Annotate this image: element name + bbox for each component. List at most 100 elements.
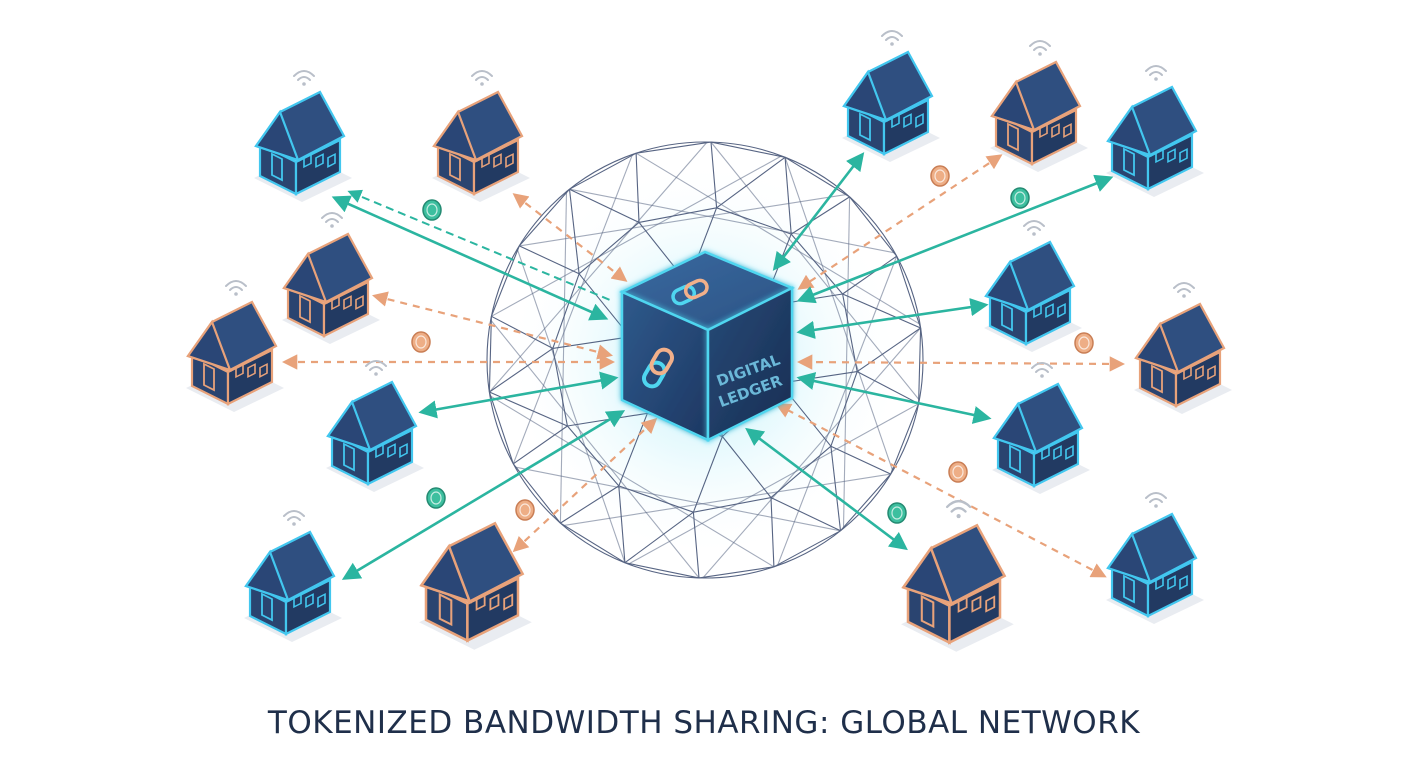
house-window bbox=[247, 363, 256, 379]
house-window bbox=[957, 595, 968, 613]
house-window bbox=[331, 295, 340, 311]
house-side-wall bbox=[294, 138, 342, 196]
house-12 bbox=[1134, 282, 1232, 414]
house-gable bbox=[990, 79, 1036, 132]
house-door bbox=[1123, 147, 1135, 177]
house-window bbox=[1207, 364, 1216, 380]
house-window bbox=[387, 443, 396, 459]
house-window bbox=[1155, 148, 1164, 164]
sphere-wire bbox=[638, 207, 717, 223]
link-arrow-house-12 bbox=[796, 354, 1126, 372]
wifi-icon bbox=[1173, 282, 1195, 298]
link-arrow-house-15 bbox=[775, 403, 1107, 578]
wifi-icon bbox=[283, 510, 305, 526]
house-7 bbox=[419, 521, 532, 650]
chain-link-icon bbox=[671, 278, 709, 306]
house-door bbox=[1151, 364, 1163, 394]
house-1 bbox=[254, 70, 352, 202]
house-gable bbox=[984, 259, 1030, 312]
wifi-icon bbox=[1145, 492, 1167, 508]
wifi-icon bbox=[225, 280, 247, 296]
house-10 bbox=[1106, 65, 1204, 197]
house-window bbox=[1057, 302, 1066, 318]
wifi-icon bbox=[471, 70, 493, 86]
sphere-wire bbox=[692, 512, 700, 578]
house-window bbox=[503, 593, 514, 611]
house-window bbox=[475, 593, 486, 611]
chain-link-icon bbox=[642, 347, 674, 389]
house-window bbox=[1045, 303, 1054, 319]
wifi-icon bbox=[1029, 40, 1051, 56]
sphere-wire bbox=[624, 511, 694, 564]
house-window bbox=[1039, 123, 1048, 139]
token-coin bbox=[411, 331, 431, 353]
house-side-wall bbox=[284, 578, 332, 636]
sphere-wire bbox=[635, 153, 640, 223]
token-coin bbox=[1074, 332, 1094, 354]
digital-ledger-cube: DIGITAL LEDGER bbox=[619, 250, 796, 443]
house-gable bbox=[282, 251, 328, 304]
house-gable bbox=[1106, 104, 1152, 157]
house-14 bbox=[901, 500, 1014, 652]
house-gable bbox=[842, 69, 888, 122]
house-window bbox=[971, 595, 982, 613]
house-door bbox=[449, 152, 461, 182]
house-5 bbox=[326, 360, 424, 492]
sphere-wire bbox=[698, 566, 774, 579]
house-window bbox=[315, 153, 324, 169]
sphere-wire bbox=[624, 562, 700, 579]
house-window bbox=[235, 363, 244, 379]
house-2 bbox=[432, 70, 530, 202]
house-window bbox=[1183, 365, 1192, 381]
house-window bbox=[1033, 303, 1042, 319]
house-window bbox=[343, 295, 352, 311]
wifi-icon bbox=[945, 500, 972, 519]
house-gable bbox=[254, 109, 300, 162]
house-13 bbox=[992, 362, 1090, 494]
house-window bbox=[399, 442, 408, 458]
house-window bbox=[1041, 445, 1050, 461]
house-window bbox=[317, 592, 326, 608]
link-arrow-house-2 bbox=[512, 193, 628, 282]
house-door bbox=[299, 294, 311, 324]
sphere-wire bbox=[692, 436, 723, 513]
wifi-icon bbox=[365, 360, 387, 376]
house-4 bbox=[186, 280, 284, 412]
house-gable bbox=[326, 399, 372, 452]
house-side-wall bbox=[366, 428, 414, 486]
house-gable bbox=[432, 109, 478, 162]
wifi-icon bbox=[1145, 65, 1167, 81]
house-11 bbox=[984, 220, 1082, 352]
house-window bbox=[1179, 147, 1188, 163]
house-15 bbox=[1106, 492, 1204, 624]
house-door bbox=[1123, 574, 1135, 604]
house-side-wall bbox=[1024, 288, 1072, 346]
wifi-icon bbox=[321, 212, 343, 228]
house-window bbox=[493, 153, 502, 169]
link-arrow-house-1-secondary bbox=[347, 189, 611, 301]
link-arrow-house-10 bbox=[796, 174, 1114, 304]
cube-right-face bbox=[706, 285, 794, 443]
house-window bbox=[355, 294, 364, 310]
house-window bbox=[1155, 575, 1164, 591]
wifi-icon bbox=[1023, 220, 1045, 236]
house-door bbox=[261, 592, 273, 622]
house-window bbox=[303, 153, 312, 169]
house-window bbox=[489, 593, 500, 611]
house-side-wall bbox=[472, 138, 520, 196]
house-gable bbox=[1106, 531, 1152, 584]
house-door bbox=[1001, 302, 1013, 332]
house-door bbox=[1007, 122, 1019, 152]
house-3 bbox=[282, 212, 380, 344]
token-coin bbox=[422, 199, 442, 221]
house-window bbox=[375, 443, 384, 459]
sphere-wire bbox=[710, 142, 718, 208]
house-side-wall bbox=[1174, 350, 1222, 408]
coin-layer bbox=[411, 165, 1094, 524]
token-coin bbox=[948, 461, 968, 483]
house-window bbox=[1195, 365, 1204, 381]
house-side-wall bbox=[1146, 133, 1194, 191]
house-window bbox=[1063, 122, 1072, 138]
sphere-wire bbox=[636, 141, 712, 154]
